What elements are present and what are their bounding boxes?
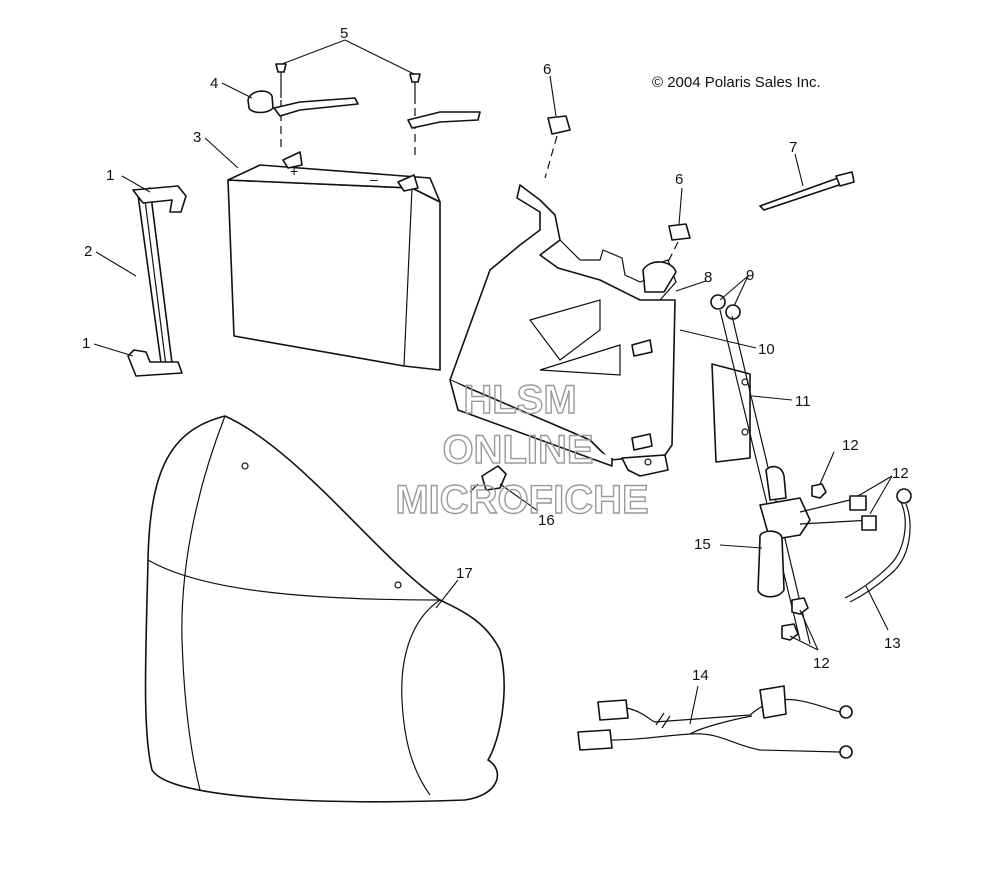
watermark: HLSM ONLINE MICROFICHE <box>395 377 650 522</box>
part-6-clip-top <box>544 115 571 179</box>
part-12-nuts <box>781 483 877 641</box>
watermark-line-2: ONLINE <box>442 428 593 472</box>
callout-10: 10 <box>758 341 775 358</box>
callout-6-top: 6 <box>543 61 551 78</box>
callout-1-bottom: 1 <box>82 335 90 352</box>
part-3-battery: + – <box>227 151 441 371</box>
callout-13: 13 <box>884 635 901 652</box>
part-14-fused-harness <box>577 685 853 759</box>
part-15-solenoid <box>719 309 873 645</box>
part-4-terminal-cap <box>247 90 274 114</box>
callout-12-b: 12 <box>892 465 909 482</box>
callout-2: 2 <box>84 243 92 260</box>
callout-8: 8 <box>704 269 712 286</box>
part-7-cable-tie <box>759 171 855 211</box>
part-1-clip-bottom <box>127 349 183 377</box>
callout-6-lower: 6 <box>675 171 683 188</box>
part-17-cover <box>144 415 505 803</box>
part-2-battery-strap <box>137 187 173 371</box>
callout-9: 9 <box>746 267 754 284</box>
part-13-battery-cable <box>844 488 912 603</box>
part-8-battery-tray <box>449 184 677 477</box>
callout-5: 5 <box>340 25 348 42</box>
callout-11: 11 <box>795 393 811 410</box>
callout-15: 15 <box>694 536 711 553</box>
callout-12-a: 12 <box>842 437 859 454</box>
part-5-terminal-bolts <box>273 63 481 158</box>
callout-7: 7 <box>789 139 797 156</box>
battery-negative-mark: – <box>370 171 378 187</box>
watermark-line-3: MICROFICHE <box>395 478 648 522</box>
part-1-clip-top <box>132 185 187 213</box>
callout-1-top: 1 <box>106 167 114 184</box>
callout-12-c: 12 <box>813 655 830 672</box>
callout-16: 16 <box>538 512 555 529</box>
callout-4: 4 <box>210 75 218 92</box>
copyright-text: © 2004 Polaris Sales Inc. <box>652 74 821 91</box>
part-9-screws <box>710 294 741 320</box>
battery-positive-mark: + <box>290 163 298 179</box>
watermark-line-1: HLSM <box>463 378 576 422</box>
leader-lines <box>93 39 893 725</box>
callout-14: 14 <box>692 667 709 684</box>
part-11-mounting-plate <box>711 363 751 463</box>
part-6-clip-lower <box>667 223 691 263</box>
callout-17: 17 <box>456 565 473 582</box>
callout-numbers: 1 2 1 3 4 5 6 6 7 8 9 10 11 12 12 12 13 … <box>82 25 909 684</box>
callout-3: 3 <box>193 129 201 146</box>
